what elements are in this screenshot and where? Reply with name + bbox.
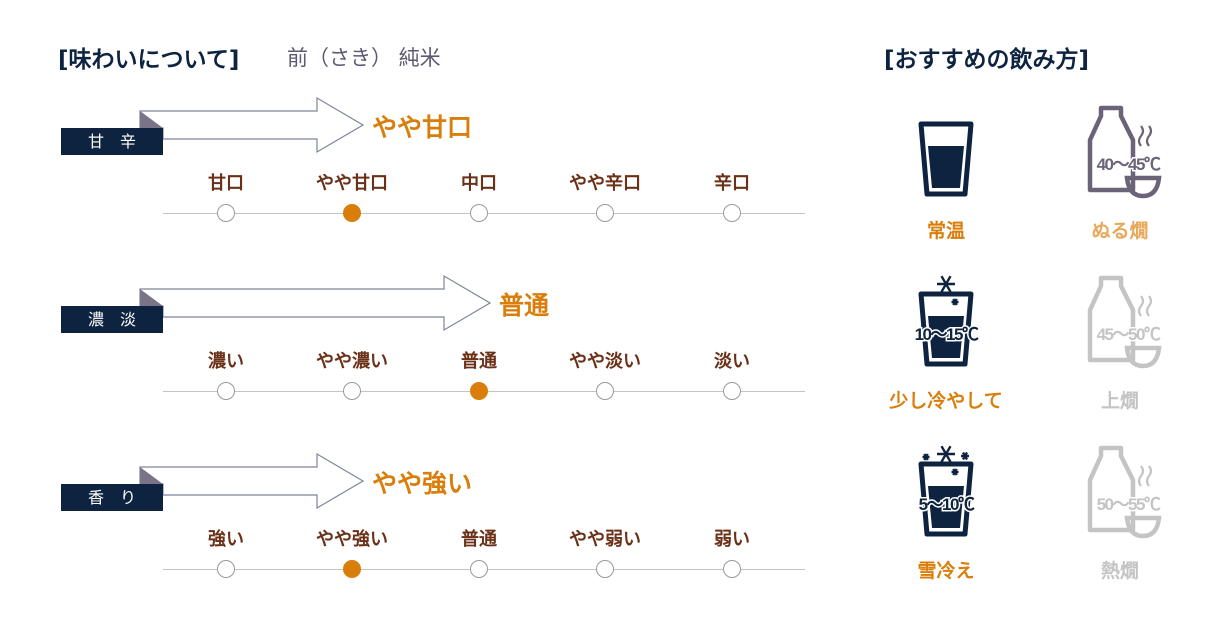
scale-point	[217, 382, 235, 400]
taste-result: 普通	[499, 291, 550, 320]
serving-style-label: 常温	[926, 220, 966, 242]
scale-point	[470, 560, 488, 578]
scale-point-selected	[343, 560, 361, 578]
temperature-label: 10〜15℃	[915, 325, 979, 344]
taste-category-tag: 濃 淡	[61, 306, 163, 333]
scale-point	[723, 204, 741, 222]
scale-option-label: 中口	[461, 173, 497, 194]
taste-result: やや強い	[372, 469, 473, 498]
scale-option-label: 辛口	[714, 173, 750, 194]
scale-point	[217, 560, 235, 578]
scale-point-selected	[343, 204, 361, 222]
taste-category-tag: 香 り	[61, 484, 163, 511]
serving-style-label: ぬる燗	[1091, 220, 1149, 242]
scale-point	[596, 382, 614, 400]
scale-point	[470, 204, 488, 222]
sake-bottle-icon: 40〜45℃	[1087, 105, 1164, 199]
scale-option-label: 普通	[461, 351, 497, 372]
taste-result: やや甘口	[372, 113, 473, 142]
fold-corner	[140, 289, 163, 306]
scale-option-label: 濃い	[208, 351, 244, 372]
scale-option-label: やや辛口	[569, 173, 641, 194]
fold-corner	[140, 111, 163, 128]
scale-point	[723, 560, 741, 578]
sake-bottle-icon: 45〜50℃	[1087, 275, 1164, 369]
scale-point-selected	[470, 382, 488, 400]
temperature-label: 40〜45℃	[1097, 155, 1161, 174]
product-name: 前（さき） 純米	[287, 46, 441, 70]
scale-point	[217, 204, 235, 222]
scale-point	[343, 382, 361, 400]
scale-option-label: やや強い	[316, 529, 388, 550]
scale-option-label: やや濃い	[316, 351, 388, 372]
serving-style-label: 熱燗	[1100, 560, 1140, 582]
serving-style-label: 少し冷やして	[889, 390, 1003, 412]
iced-glass-icon: 5〜10℃	[917, 445, 978, 537]
taste-category-tag: 甘 辛	[61, 128, 163, 155]
fold-corner	[140, 467, 163, 484]
scale-point	[596, 204, 614, 222]
taste-section-title: [味わいについて]	[58, 47, 240, 73]
scale-option-label: 普通	[461, 529, 497, 550]
scale-point	[723, 382, 741, 400]
scale-option-label: やや弱い	[569, 529, 641, 550]
scale-option-label: 強い	[208, 529, 244, 550]
scale-option-label: やや甘口	[316, 173, 388, 194]
temperature-label: 45〜50℃	[1097, 325, 1161, 344]
scale-option-label: 弱い	[714, 529, 750, 550]
scale-option-label: 淡い	[714, 351, 750, 372]
temperature-label: 5〜10℃	[919, 495, 975, 514]
chilled-glass-icon: 10〜15℃	[913, 275, 982, 367]
glass-icon	[918, 121, 974, 197]
temperature-label: 50〜55℃	[1097, 495, 1161, 514]
serving-style-label: 雪冷え	[917, 560, 975, 582]
scale-option-label: やや淡い	[569, 351, 641, 372]
scale-point	[596, 560, 614, 578]
serving-style-label: 上燗	[1100, 390, 1140, 412]
sake-bottle-icon: 50〜55℃	[1087, 445, 1164, 539]
serving-section-title: [おすすめの飲み方]	[884, 47, 1090, 73]
scale-option-label: 甘口	[208, 173, 244, 194]
